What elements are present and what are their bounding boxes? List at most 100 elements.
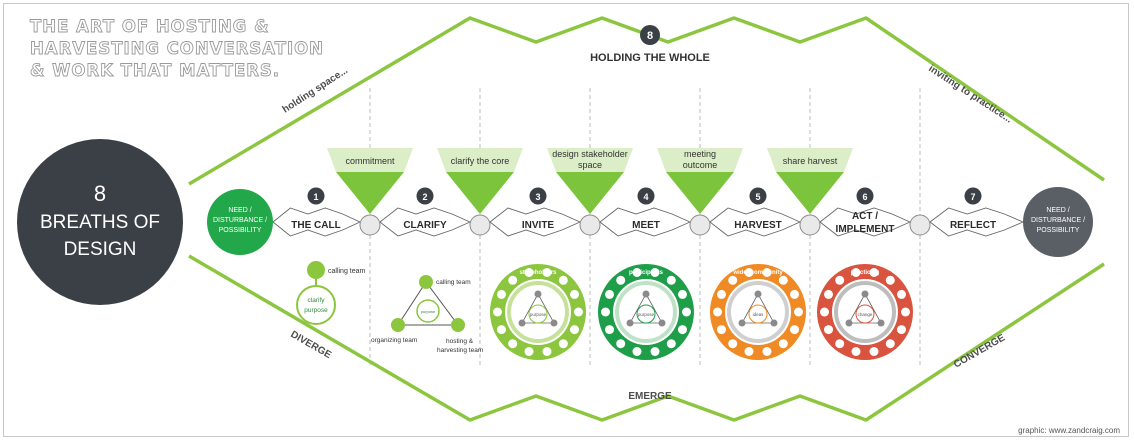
clarify-hosting-icon bbox=[451, 318, 465, 332]
clarify-triangle bbox=[397, 281, 459, 326]
clarify-diagram: purpose calling team organizing team hos… bbox=[371, 275, 483, 354]
clarify-hosting-line2: harvesting team bbox=[437, 347, 483, 354]
ring-dot-1-5 bbox=[570, 325, 579, 335]
funnels: commitment clarify the core design stakeho… bbox=[327, 148, 853, 214]
ring-corner-2-1 bbox=[642, 290, 650, 298]
zigzag-top-2 bbox=[379, 207, 471, 223]
holding-number-badge bbox=[640, 25, 660, 45]
ring-dot-4-9 bbox=[835, 339, 845, 349]
step-label-2: CLARIFY bbox=[403, 220, 447, 231]
funnel-top-2 bbox=[437, 148, 523, 172]
ring-corner-2-2 bbox=[626, 319, 634, 327]
ring-dot-2-9 bbox=[616, 339, 626, 349]
stage-node-6 bbox=[909, 214, 931, 236]
graphic-credit: graphic: www.zandcraig.com bbox=[1018, 426, 1120, 435]
ring-dot-3-6 bbox=[778, 339, 788, 349]
ring-dot-1-8 bbox=[524, 347, 534, 356]
zigzag-bottom-3 bbox=[489, 221, 581, 237]
ring-corner-3-2 bbox=[738, 319, 746, 327]
center-circle-group: 8 BREATHS OF DESIGN bbox=[17, 139, 183, 305]
ring-center-3 bbox=[748, 304, 768, 324]
ring-dot-3-9 bbox=[728, 339, 738, 349]
step-label-3: INVITE bbox=[522, 220, 555, 231]
start-node-line2: DISTURBANCE / bbox=[213, 217, 267, 224]
ring-center-label-3: ideas bbox=[753, 312, 765, 317]
ring-dot-3-3 bbox=[790, 289, 799, 299]
ring-dot-4-3 bbox=[897, 289, 906, 299]
stage-node-3 bbox=[579, 214, 601, 236]
ring-dot-1-13 bbox=[508, 275, 518, 285]
ring-inner-band-1 bbox=[507, 281, 569, 343]
funnel-label-3: design stakeholder bbox=[552, 149, 628, 159]
ring-dot-2-2 bbox=[666, 275, 676, 285]
zigzag-bottom-6 bbox=[819, 221, 911, 237]
funnel-label-5: share harvest bbox=[783, 156, 838, 166]
clarify-hosting-line1: hosting & bbox=[446, 338, 474, 345]
clarify-organizing-label: organizing team bbox=[371, 337, 417, 344]
funnel-cone-3 bbox=[556, 172, 624, 214]
stage-nodes bbox=[359, 214, 931, 236]
zigzag-top-1 bbox=[272, 207, 361, 223]
ring-dot-4-1 bbox=[869, 268, 879, 277]
funnel-label-1: commitment bbox=[345, 156, 395, 166]
converge-label: CONVERGE bbox=[952, 332, 1007, 370]
ring-dot-4-10 bbox=[824, 325, 833, 335]
end-node-line2: DISTURBANCE / bbox=[1031, 217, 1085, 224]
zigzag-top-7 bbox=[929, 207, 1024, 223]
clarify-calling-label: calling team bbox=[436, 279, 471, 286]
ring-center-label-1: purpose bbox=[530, 312, 547, 317]
funnel-top-4 bbox=[657, 148, 743, 172]
ring-dot-2-5 bbox=[678, 325, 687, 335]
breathing-zigzag bbox=[272, 207, 1024, 237]
ring-label-2: participants bbox=[629, 270, 664, 276]
ring-dot-1-11 bbox=[493, 307, 502, 317]
ring-dot-4-8 bbox=[851, 347, 861, 356]
center-line1: 8 bbox=[94, 181, 106, 206]
end-node-circle bbox=[1023, 187, 1093, 257]
center-line3: DESIGN bbox=[64, 239, 137, 260]
ring-dot-2-14 bbox=[632, 268, 642, 277]
ring-dot-4-14 bbox=[851, 268, 861, 277]
ring-corner-3-3 bbox=[770, 319, 778, 327]
end-node-line1: NEED / bbox=[1046, 207, 1069, 214]
ring-dot-1-9 bbox=[508, 339, 518, 349]
ring-dot-3-4 bbox=[794, 307, 803, 317]
funnel-label-2: clarify the core bbox=[451, 156, 510, 166]
ring-dot-1-7 bbox=[542, 347, 552, 356]
start-node-circle bbox=[207, 189, 273, 255]
ring-center-label-4: change bbox=[858, 312, 873, 317]
zigzag-bottom-5 bbox=[709, 221, 801, 237]
step-badge-4 bbox=[637, 187, 655, 205]
ring-dot-1-10 bbox=[497, 325, 506, 335]
step-badge-7 bbox=[964, 187, 982, 205]
ring-dot-3-7 bbox=[762, 347, 772, 356]
zigzag-bottom-1 bbox=[272, 221, 361, 237]
envelope-top-line bbox=[188, 16, 1105, 186]
ring-label-3: wider community bbox=[732, 270, 783, 276]
ring-dot-4-2 bbox=[885, 275, 895, 285]
holding-label: HOLDING THE WHOLE bbox=[590, 52, 710, 64]
step-number-4: 4 bbox=[643, 192, 648, 202]
ring-dot-1-3 bbox=[570, 289, 579, 299]
ring-corner-3-1 bbox=[754, 290, 762, 298]
step-number-2: 2 bbox=[422, 192, 427, 202]
step-label-4: MEET bbox=[632, 220, 660, 231]
ring-center-label-2: purpose bbox=[638, 312, 655, 317]
zigzag-bottom-7 bbox=[929, 221, 1024, 237]
ring-corner-1-2 bbox=[518, 319, 526, 327]
ring-corner-1-1 bbox=[534, 290, 542, 298]
ring-dot-4-7 bbox=[869, 347, 879, 356]
ring-dot-2-11 bbox=[601, 307, 610, 317]
call-team-label: calling team bbox=[328, 268, 366, 275]
ring-label-4: practicing bbox=[851, 270, 880, 276]
step-number-7: 7 bbox=[970, 192, 975, 202]
ring-dot-1-4 bbox=[574, 307, 583, 317]
ring-dot-3-13 bbox=[728, 275, 738, 285]
ring-dot-4-11 bbox=[820, 307, 829, 317]
step-label-1: THE CALL bbox=[291, 220, 340, 231]
ring-dot-2-4 bbox=[682, 307, 691, 317]
end-node-line3: POSSIBILITY bbox=[1037, 227, 1080, 234]
ring-dot-1-6 bbox=[558, 339, 568, 349]
